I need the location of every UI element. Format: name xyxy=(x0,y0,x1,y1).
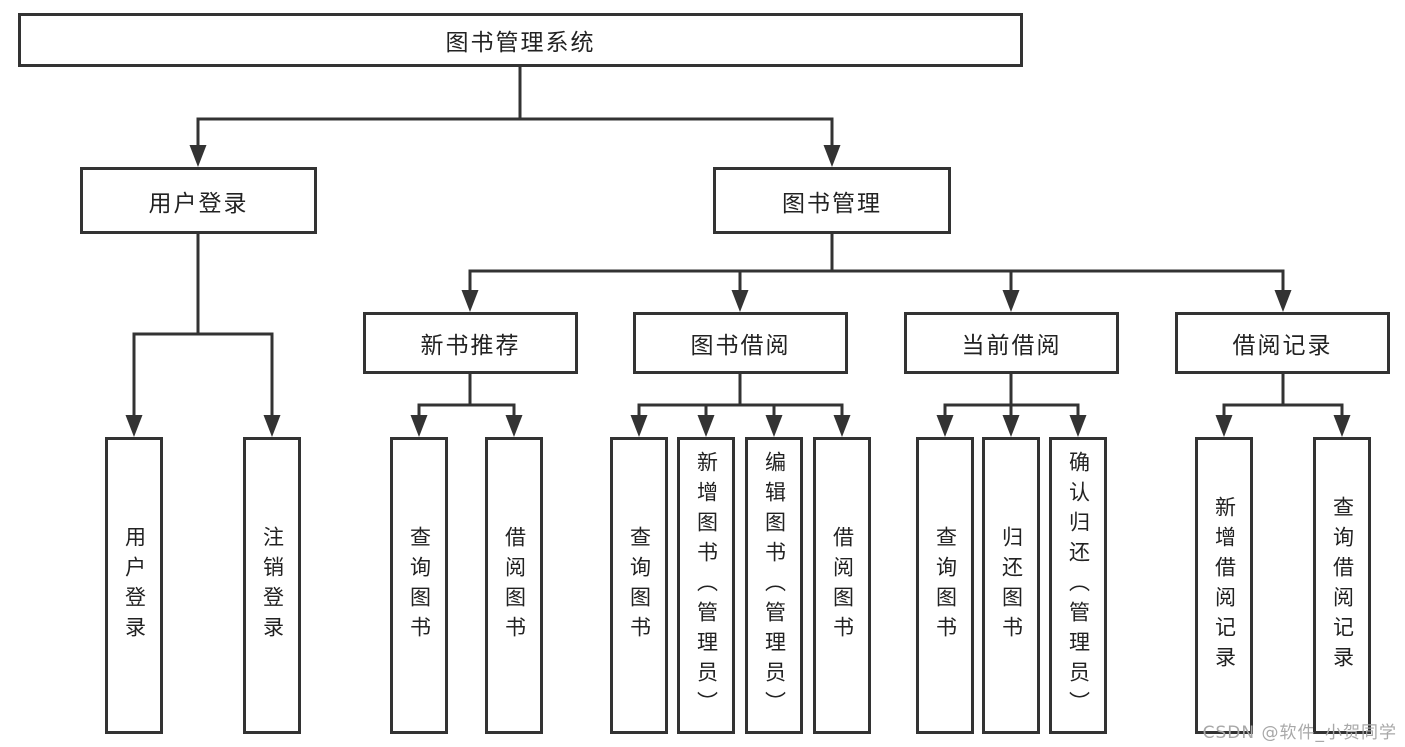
arrowhead-icon xyxy=(1274,290,1292,312)
arrowhead-icon xyxy=(630,415,648,437)
leaf-label: 借阅图书 xyxy=(502,525,527,646)
leaf-edit-books-admin: 编辑图书（管理员） xyxy=(745,437,803,734)
arrowhead-icon xyxy=(1002,290,1020,312)
arrowhead-icon xyxy=(1333,415,1351,437)
connector-current-to-leaves xyxy=(943,372,1080,420)
arrowhead-icon xyxy=(1002,415,1020,437)
arrowhead-icon xyxy=(823,145,841,167)
leaf-label: 编辑图书（管理员） xyxy=(762,450,787,721)
connector-newbook-to-leaves xyxy=(417,372,516,420)
arrowhead-icon xyxy=(697,415,715,437)
connector-records-to-leaves xyxy=(1222,372,1344,420)
node-label: 图书管理系统 xyxy=(445,30,596,56)
node-label: 借阅记录 xyxy=(1232,333,1333,359)
arrowhead-icon xyxy=(1215,415,1233,437)
node-label: 当前借阅 xyxy=(961,333,1062,359)
leaf-label: 新增图书（管理员） xyxy=(694,450,719,721)
connector-bookmgmt-to-level3 xyxy=(468,232,1285,295)
leaf-add-books-admin: 新增图书（管理员） xyxy=(677,437,735,734)
leaf-label: 注销登录 xyxy=(260,525,285,646)
node-label: 图书借阅 xyxy=(690,333,791,359)
node-new-book-recommendation: 新书推荐 xyxy=(363,312,578,374)
leaf-label: 借阅图书 xyxy=(830,525,855,646)
leaf-add-borrow-record: 新增借阅记录 xyxy=(1195,437,1253,734)
node-book-management: 图书管理 xyxy=(713,167,951,234)
leaf-logout: 注销登录 xyxy=(243,437,301,734)
connector-userlogin-to-leaves xyxy=(132,232,274,420)
node-label: 图书管理 xyxy=(782,190,882,217)
arrowhead-icon xyxy=(125,415,143,437)
node-current-borrowing: 当前借阅 xyxy=(904,312,1119,374)
leaf-query-borrow-record: 查询借阅记录 xyxy=(1313,437,1371,734)
leaf-label: 查询图书 xyxy=(627,525,652,646)
leaf-label: 查询图书 xyxy=(933,525,958,646)
connector-root-to-level2 xyxy=(196,65,834,150)
arrowhead-icon xyxy=(1069,415,1087,437)
leaf-label: 用户登录 xyxy=(122,525,147,646)
arrowhead-icon xyxy=(833,415,851,437)
leaf-query-books: 查询图书 xyxy=(916,437,974,734)
node-borrowing-records: 借阅记录 xyxy=(1175,312,1390,374)
node-book-borrowing: 图书借阅 xyxy=(633,312,848,374)
csdn-watermark: CSDN @软件_小贺同学 xyxy=(1202,723,1397,743)
leaf-label: 查询借阅记录 xyxy=(1330,495,1355,676)
node-user-login: 用户登录 xyxy=(80,167,317,234)
arrowhead-icon xyxy=(263,415,281,437)
leaf-borrow-books: 借阅图书 xyxy=(813,437,871,734)
leaf-label: 归还图书 xyxy=(999,525,1024,646)
leaf-borrow-books: 借阅图书 xyxy=(485,437,543,734)
leaf-label: 查询图书 xyxy=(407,525,432,646)
arrowhead-icon xyxy=(461,290,479,312)
node-library-management-system: 图书管理系统 xyxy=(18,13,1023,67)
arrowhead-icon xyxy=(731,290,749,312)
leaf-query-books: 查询图书 xyxy=(610,437,668,734)
leaf-confirm-return-admin: 确认归还（管理员） xyxy=(1049,437,1107,734)
leaf-query-books: 查询图书 xyxy=(390,437,448,734)
node-label: 用户登录 xyxy=(148,190,249,217)
arrowhead-icon xyxy=(410,415,428,437)
leaf-label: 确认归还（管理员） xyxy=(1066,450,1091,721)
leaf-user-login: 用户登录 xyxy=(105,437,163,734)
arrowhead-icon xyxy=(505,415,523,437)
connector-borrowing-to-leaves xyxy=(637,372,844,420)
node-label: 新书推荐 xyxy=(420,333,521,359)
arrowhead-icon xyxy=(765,415,783,437)
leaf-return-books: 归还图书 xyxy=(982,437,1040,734)
arrowhead-icon xyxy=(189,145,207,167)
arrowhead-icon xyxy=(936,415,954,437)
leaf-label: 新增借阅记录 xyxy=(1212,495,1237,676)
